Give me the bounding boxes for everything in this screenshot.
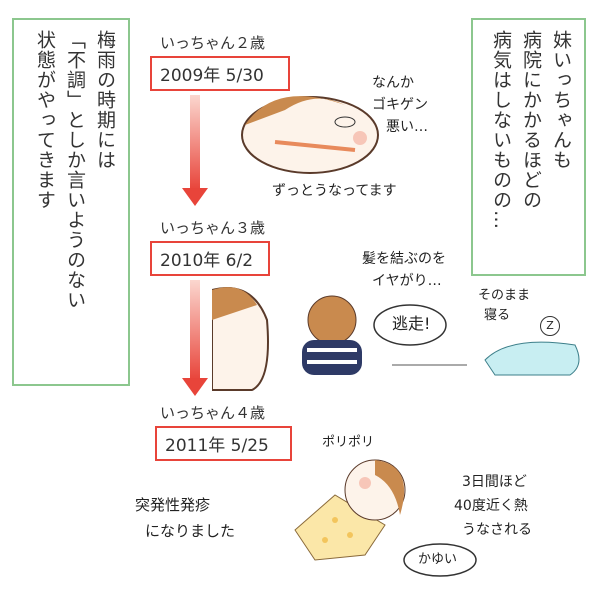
age-label: いっちゃん４歳 (160, 404, 266, 422)
date-box: 2010年 6/2 (150, 241, 270, 276)
caption-line: イヤがり… (372, 273, 442, 289)
speech-bubble-text: 逃走! (392, 314, 431, 333)
left-note-line: 「不調」としか言いようのない (64, 30, 86, 310)
age-label: いっちゃん２歳 (160, 34, 266, 52)
left-note-box: 梅雨の時期には 「不調」としか言いようのない 状態がやってきます (12, 18, 130, 386)
speech-bubble (373, 304, 447, 346)
right-note-line: 病院にかかるほどの (520, 30, 542, 210)
caption-line: 髪を結ぶのを (362, 251, 446, 267)
right-note-box: 妹いっちゃんも 病院にかかるほどの 病気はしないものの… (471, 18, 586, 276)
right-note-line: 病気はしないものの… (490, 30, 512, 230)
caption-line: ゴキゲン (372, 97, 428, 113)
speech-bubble (403, 543, 477, 577)
caption-line: そのまま (478, 288, 531, 303)
timeline-arrow (182, 280, 208, 396)
sfx-text: ポリポリ (322, 435, 375, 450)
grumpy-face-illustration (241, 96, 379, 174)
age-label: いっちゃん３歳 (160, 219, 266, 237)
caption: 3日間ほど 40度近く熱 うなされる (454, 470, 532, 542)
caption-line: 突発性発疹 (135, 496, 211, 514)
running-child-illustration (212, 287, 467, 391)
caption-line: なんか (372, 75, 414, 91)
caption: そのまま 寝る (478, 286, 530, 326)
caption: ずっとうなってます (272, 183, 397, 199)
caption: 突発性発疹 になりました (135, 492, 235, 544)
timeline-arrow (182, 95, 208, 206)
date-box: 2009年 5/30 (150, 56, 290, 91)
caption: 髪を結ぶのを イヤがり… (362, 248, 446, 292)
caption-line: 寝る (484, 308, 511, 323)
sleeping-pillow-illustration (484, 341, 580, 376)
caption-line: 悪い… (386, 119, 428, 135)
left-note-line: 梅雨の時期には (94, 30, 116, 170)
caption-line: 40度近く熱 (454, 498, 528, 514)
caption-line: になりました (145, 522, 236, 540)
speech-bubble-text: かゆい (418, 552, 458, 567)
caption: なんか ゴキゲン 悪い… (372, 72, 428, 138)
caption-line: うなされる (462, 522, 532, 538)
itchy-child-illustration (294, 459, 406, 561)
date-box: 2011年 5/25 (155, 426, 292, 461)
left-note-line: 状態がやってきます (34, 30, 56, 210)
zzz-bubble: Z (540, 316, 560, 336)
caption-line: 3日間ほど (462, 474, 527, 490)
right-note-line: 妹いっちゃんも (550, 30, 572, 170)
